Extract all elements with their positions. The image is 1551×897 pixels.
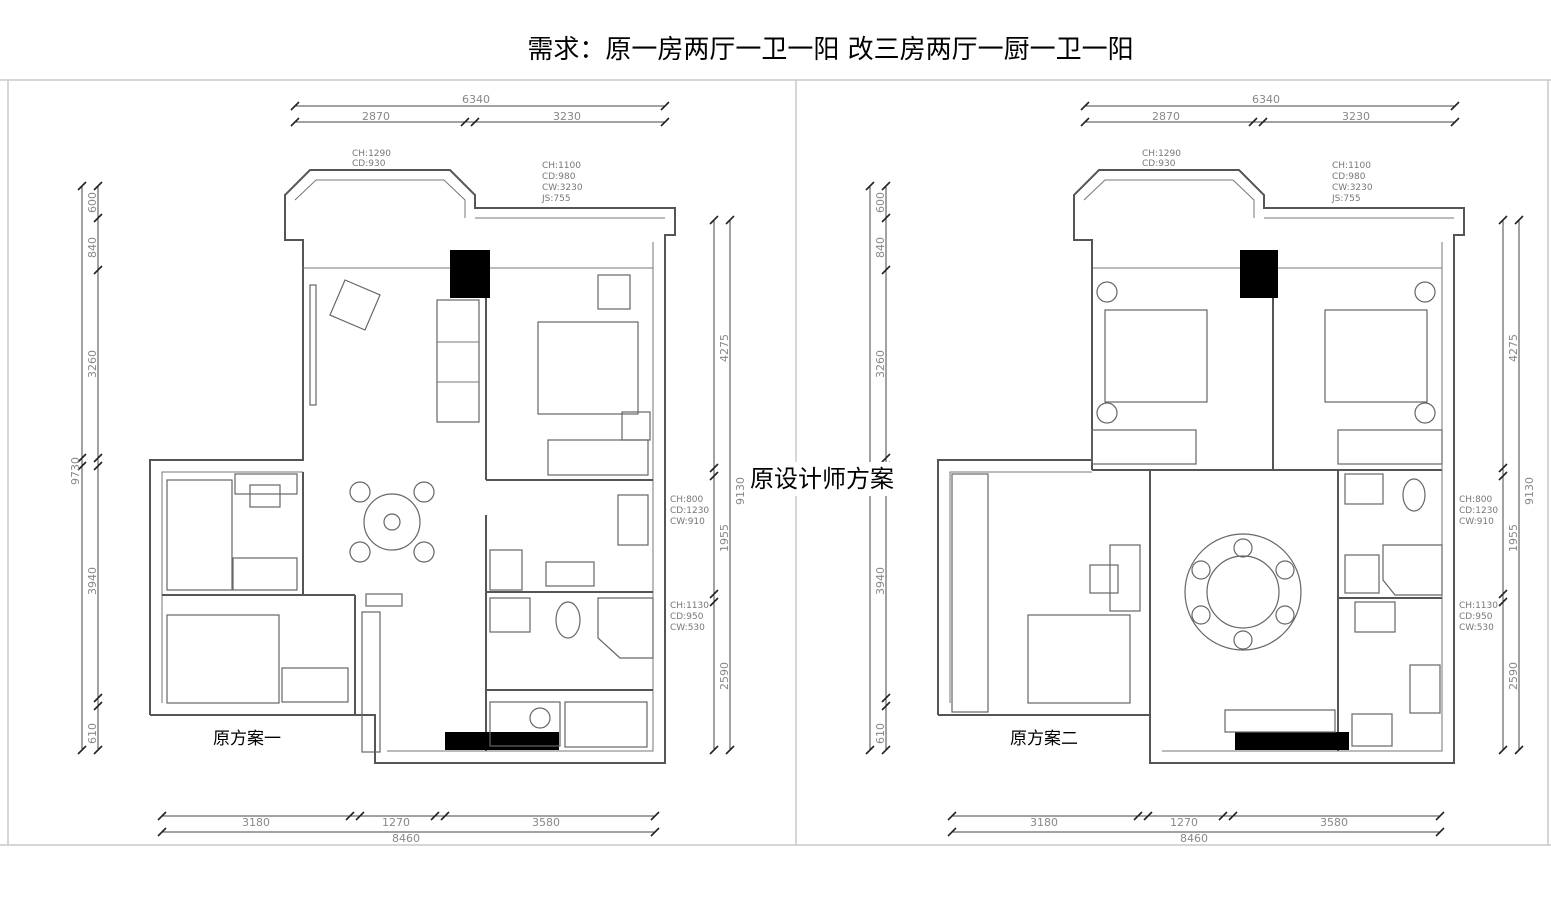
dim-right-seg: 4275 — [1507, 334, 1520, 362]
dim-bottom-total: 8460 — [1180, 832, 1208, 845]
dimension-top: 6340 2870 3230 — [1080, 93, 1460, 127]
plan-one-label: 原方案一 — [213, 729, 281, 749]
dim-left-seg: 610 — [874, 723, 887, 744]
furniture — [951, 281, 1443, 747]
dimension-bottom: 3180 1270 3580 8460 — [947, 811, 1445, 845]
window-note: CD:1230 — [670, 506, 709, 516]
window-note: CW:530 — [670, 623, 705, 633]
furniture — [166, 274, 654, 753]
window-note: CH:1130 — [1459, 601, 1498, 611]
dimension-bottom: 3180 1270 3580 8460 — [157, 811, 660, 845]
dim-bottom-total: 8460 — [392, 832, 420, 845]
dim-left-seg: 610 — [86, 723, 99, 744]
dim-left-seg: 600 — [874, 192, 887, 213]
plan-two-label: 原方案二 — [1010, 729, 1078, 749]
window-note: CH:1130 — [670, 601, 709, 611]
dim-left-total: 9730 — [69, 457, 82, 485]
window-note: CW:3230 — [1332, 183, 1373, 193]
plan-two: 6340 2870 3230 3180 1270 3580 8460 — [865, 93, 1536, 845]
dim-top-seg: 3230 — [553, 110, 581, 123]
window-notes: CH:1290 CD:930 CH:1100 CD:980 CW:3230 JS… — [352, 149, 709, 633]
window-note: CH:1290 — [352, 149, 391, 159]
window-note: CD:1230 — [1459, 506, 1498, 516]
dim-right-seg: 1955 — [1507, 524, 1520, 552]
dim-bottom-seg: 1270 — [1170, 816, 1198, 829]
dim-right-total: 9130 — [1523, 477, 1536, 505]
window-note: CH:800 — [1459, 495, 1493, 505]
window-note: CD:930 — [352, 159, 386, 169]
dim-left-seg: 600 — [86, 192, 99, 213]
window-note: CD:930 — [1142, 159, 1176, 169]
dim-right-seg: 4275 — [718, 334, 731, 362]
window-note: CH:800 — [670, 495, 704, 505]
dim-left-seg: 3940 — [874, 567, 887, 595]
dim-left-seg: 3260 — [86, 350, 99, 378]
dimension-left: 9730 600 840 3260 3940 610 — [69, 181, 103, 755]
window-note: CD:980 — [542, 172, 576, 182]
window-note: CH:1290 — [1142, 149, 1181, 159]
center-label: 原设计师方案 — [748, 462, 896, 496]
dim-right-seg: 1955 — [718, 524, 731, 552]
dim-left-seg: 3940 — [86, 567, 99, 595]
window-note: JS:755 — [541, 194, 571, 204]
window-note: CD:950 — [670, 612, 704, 622]
dim-bottom-seg: 3180 — [1030, 816, 1058, 829]
dim-top-seg: 2870 — [362, 110, 390, 123]
window-note: CW:530 — [1459, 623, 1494, 633]
walls — [149, 169, 676, 764]
dim-bottom-seg: 3580 — [1320, 816, 1348, 829]
window-note: JS:755 — [1331, 194, 1361, 204]
dim-top-seg: 3230 — [1342, 110, 1370, 123]
window-note: CH:1100 — [1332, 161, 1371, 171]
plan-one: 6340 2870 3230 3180 1270 3580 8460 — [69, 93, 747, 845]
dimension-right: 4275 9130 1955 2590 — [1498, 215, 1536, 755]
dim-left-seg: 3260 — [874, 350, 887, 378]
window-note: CW:910 — [1459, 517, 1494, 527]
walls — [937, 169, 1465, 764]
window-note: CW:3230 — [542, 183, 583, 193]
dim-left-seg: 840 — [874, 237, 887, 258]
dim-right-total: 9130 — [734, 477, 747, 505]
dim-top-total: 6340 — [1252, 93, 1280, 106]
window-note: CW:910 — [670, 517, 705, 527]
dim-bottom-seg: 3580 — [532, 816, 560, 829]
dim-top-seg: 2870 — [1152, 110, 1180, 123]
dim-left-seg: 840 — [86, 237, 99, 258]
window-notes: CH:1290 CD:930 CH:1100 CD:980 CW:3230 JS… — [1142, 149, 1498, 633]
dim-bottom-seg: 3180 — [242, 816, 270, 829]
dimension-right: 4275 9130 1955 2590 — [709, 215, 747, 755]
window-note: CH:1100 — [542, 161, 581, 171]
dim-top-total: 6340 — [462, 93, 490, 106]
page-title: 需求：原一房两厅一卫一阳 改三房两厅一厨一卫一阳 — [527, 35, 1134, 65]
dim-right-seg: 2590 — [1507, 662, 1520, 690]
dimension-top: 6340 2870 3230 — [290, 93, 670, 127]
dim-bottom-seg: 1270 — [382, 816, 410, 829]
window-note: CD:950 — [1459, 612, 1493, 622]
window-note: CD:980 — [1332, 172, 1366, 182]
dim-right-seg: 2590 — [718, 662, 731, 690]
